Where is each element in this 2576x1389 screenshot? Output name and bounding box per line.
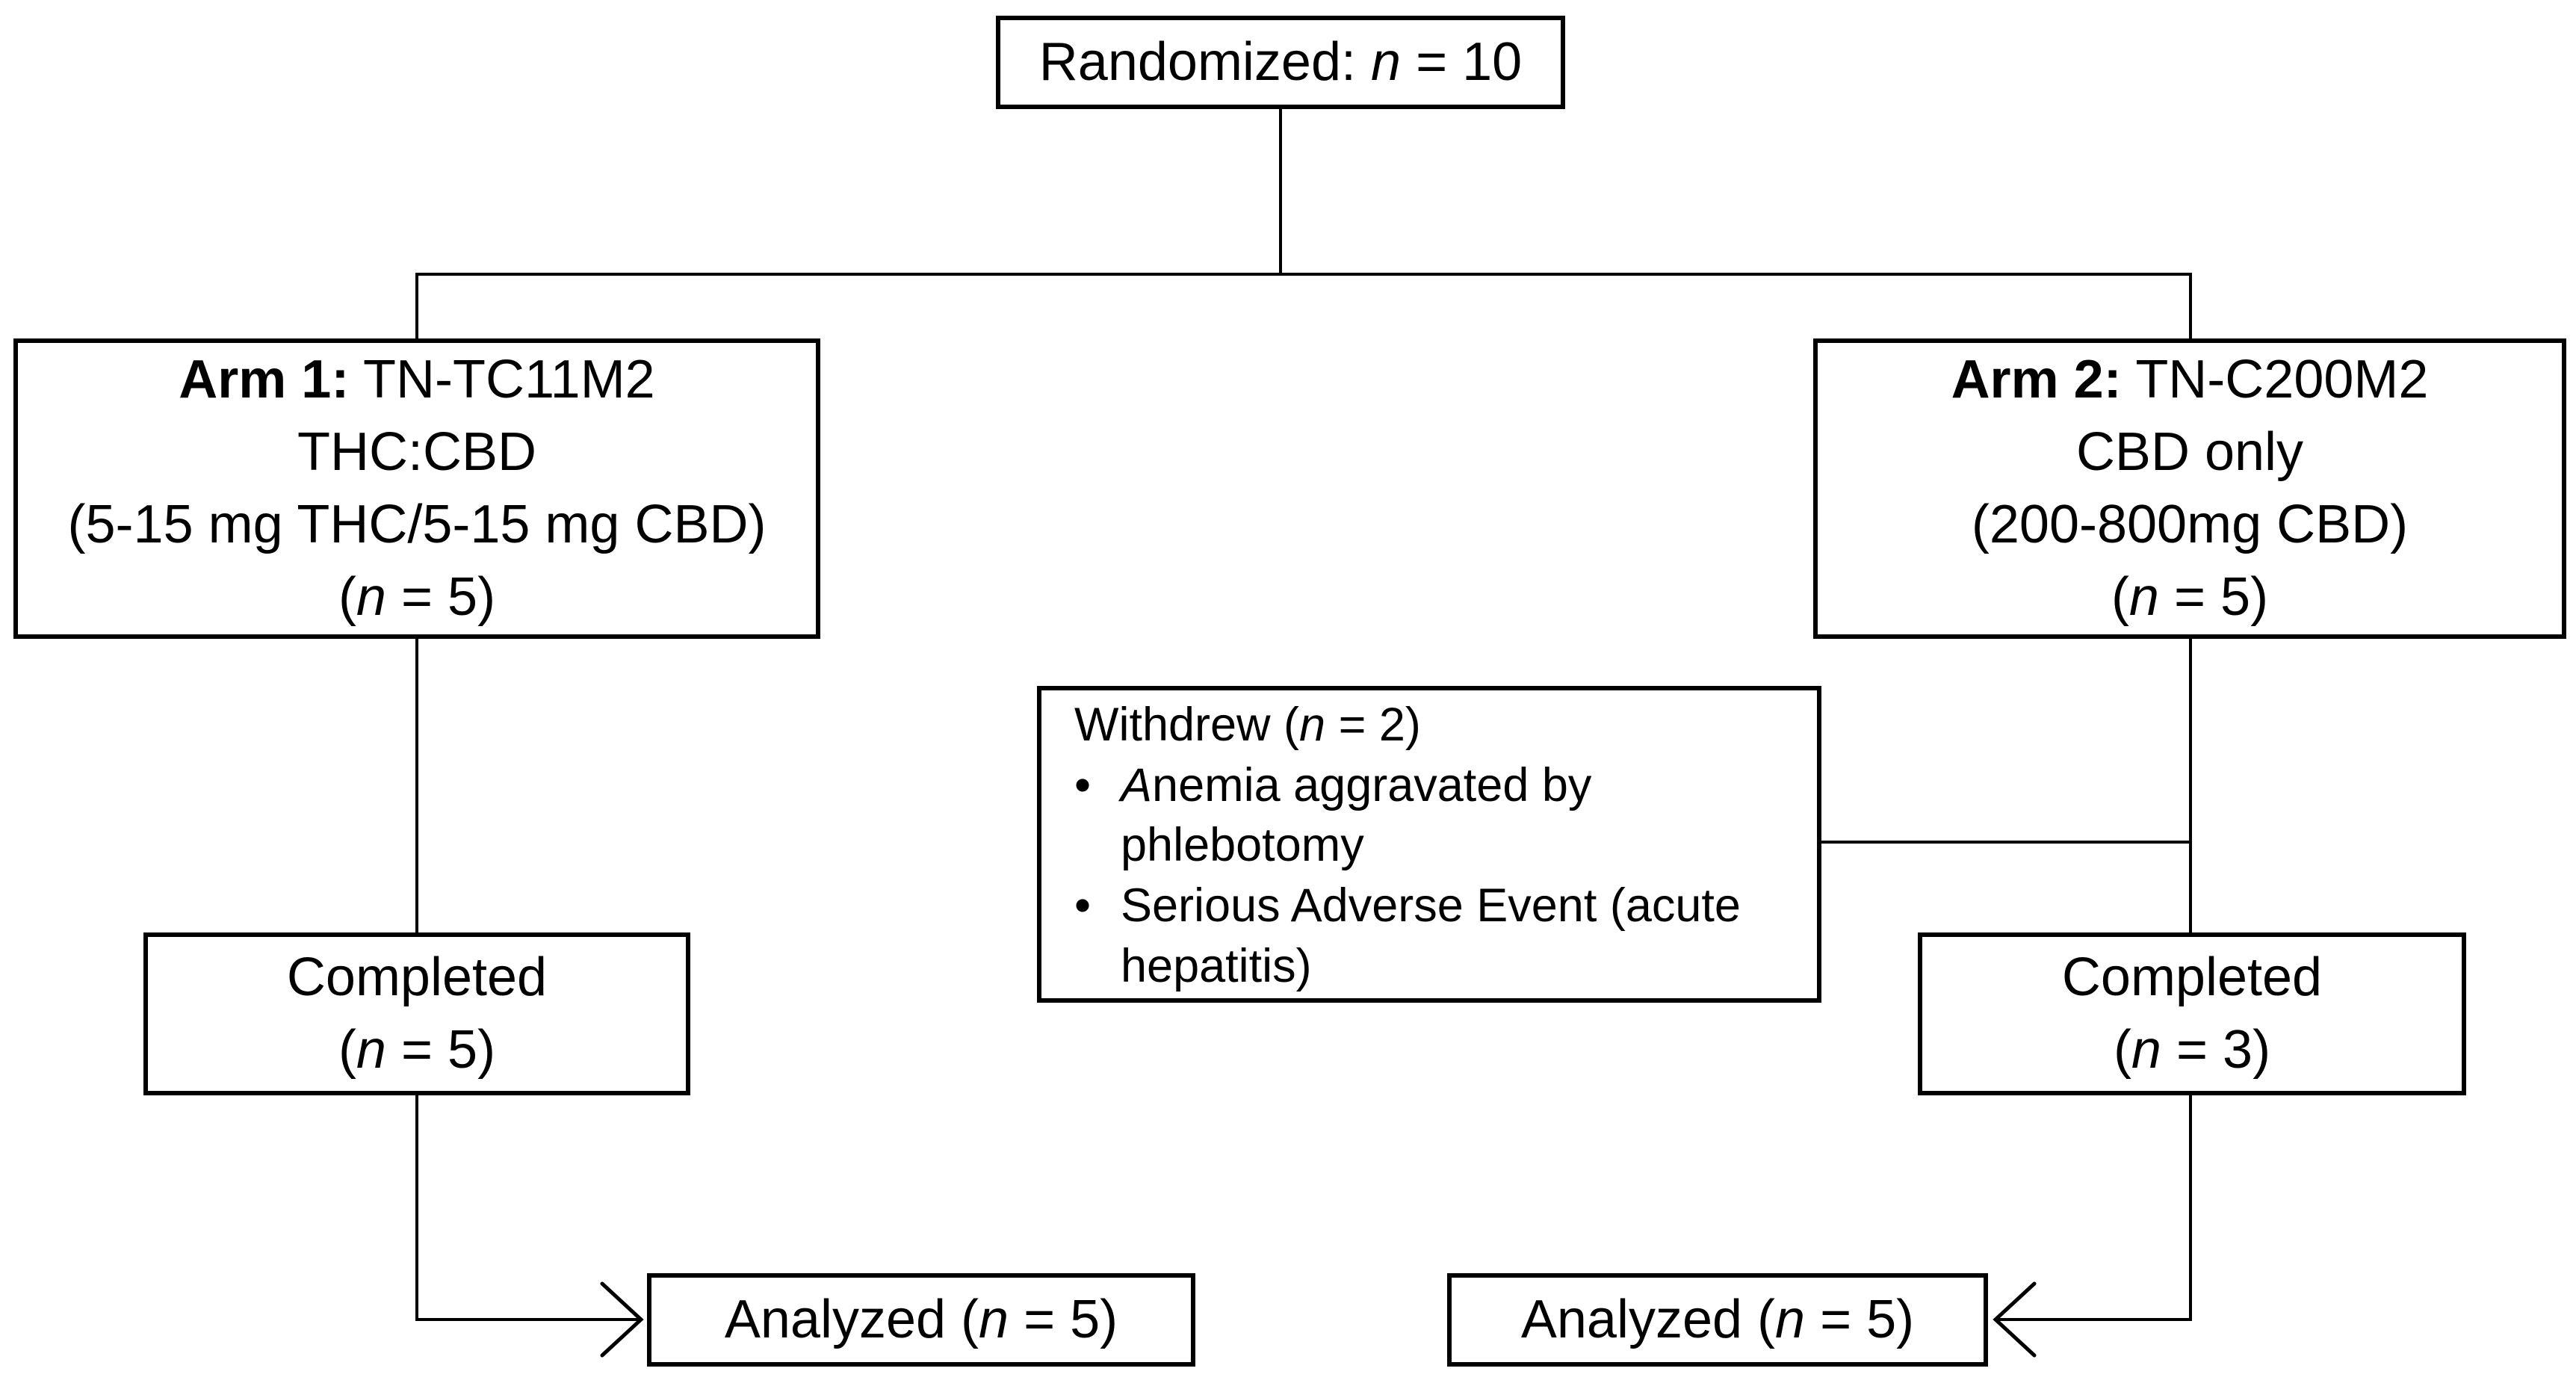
withdrew-bullet-sae: • Serious Adverse Event (acute hepatitis) — [1074, 876, 1796, 996]
arm2-count: (n = 5) — [2111, 561, 2268, 634]
bullet-icon: • — [1074, 879, 1092, 932]
text-run: Serious Adverse Event (acute — [1121, 879, 1741, 932]
text-run: Randomized: — [1038, 31, 1372, 92]
randomized-box: Randomized: n = 10 — [996, 16, 1565, 109]
text-run: ( — [338, 567, 356, 628]
italic-n: n — [1775, 1289, 1806, 1349]
text-run: Analyzed ( — [1520, 1289, 1776, 1349]
arm2-dose: (200-800mg CBD) — [1971, 495, 2409, 554]
text-run: = 5) — [1805, 1289, 1915, 1349]
completed-arm2-box: Completed (n = 3) — [1918, 932, 2466, 1095]
withdrew-box: Withdrew (n = 2) • Anemia aggravated by p… — [1037, 686, 1821, 1003]
text-run: ( — [338, 1020, 356, 1080]
text-run: = 5) — [1009, 1289, 1118, 1349]
completed2-label: Completed — [2061, 947, 2323, 1007]
completed1-count: (n = 5) — [338, 1014, 495, 1086]
analyzed2-label: Analyzed (n = 5) — [1521, 1284, 1914, 1356]
text-run: ( — [2111, 567, 2129, 628]
text-run: Analyzed ( — [724, 1289, 979, 1349]
text-run: ( — [2113, 1020, 2131, 1080]
text-run: TN-TC11M2 — [349, 349, 655, 409]
text-run: = 5) — [2158, 567, 2269, 628]
analyzed-arm1-box: Analyzed (n = 5) — [647, 1273, 1195, 1367]
italic-n: n — [2131, 1020, 2161, 1080]
completed2-count: (n = 3) — [2114, 1014, 2270, 1086]
arm2-bold-label: Arm 2: — [1951, 349, 2122, 409]
completed1-label: Completed — [286, 947, 548, 1007]
italic-n: n — [2128, 567, 2159, 628]
arrow-head-right-icon — [600, 1281, 644, 1358]
arm1-bold-label: Arm 1: — [179, 349, 350, 409]
arm2-title: Arm 2: TN-C200M2 — [1951, 344, 2429, 416]
arm2-drug: CBD only — [2075, 421, 2304, 482]
analyzed-arm2-box: Analyzed (n = 5) — [1447, 1273, 1988, 1367]
arm1-box: Arm 1: TN-TC11M2 THC:CBD (5-15 mg THC/5-… — [13, 338, 820, 639]
withdrew-bullet-anemia: • Anemia aggravated by phlebotomy — [1074, 755, 1796, 876]
text-run: TN-C200M2 — [2121, 349, 2429, 409]
italic-lead: A — [1121, 758, 1153, 811]
text-run: = 3) — [2161, 1020, 2271, 1080]
text-run: = 5) — [386, 567, 496, 628]
analyzed1-label: Analyzed (n = 5) — [725, 1284, 1118, 1356]
arrow-head-left-icon — [1993, 1281, 2037, 1358]
italic-n: n — [979, 1289, 1009, 1349]
text-run: = 5) — [386, 1020, 496, 1080]
text-run: = 10 — [1401, 31, 1523, 92]
bullet-icon: • — [1074, 758, 1092, 811]
withdrew-title: Withdrew (n = 2) — [1074, 695, 1796, 755]
arm1-count: (n = 5) — [338, 561, 495, 634]
arm1-title: Arm 1: TN-TC11M2 — [179, 344, 654, 416]
text-run: hepatitis) — [1121, 939, 1312, 992]
text-run: nemia aggravated by — [1152, 758, 1592, 811]
text-run: phlebotomy — [1121, 819, 1364, 872]
randomized-label: Randomized: n = 10 — [1039, 26, 1522, 99]
bullet-text: Anemia aggravated by phlebotomy — [1121, 755, 1591, 876]
italic-n: n — [1299, 699, 1326, 751]
arm1-dose: (5-15 mg THC/5-15 mg CBD) — [67, 495, 767, 554]
italic-n: n — [356, 567, 386, 628]
text-run: Withdrew ( — [1074, 699, 1300, 751]
italic-n: n — [1371, 31, 1402, 92]
italic-n: n — [356, 1020, 386, 1080]
completed-arm1-box: Completed (n = 5) — [143, 932, 690, 1095]
arm2-box: Arm 2: TN-C200M2 CBD only (200-800mg CBD… — [1813, 338, 2566, 639]
bullet-text: Serious Adverse Event (acute hepatitis) — [1121, 876, 1741, 996]
arm1-drug: THC:CBD — [297, 421, 536, 482]
text-run: = 2) — [1325, 699, 1421, 751]
